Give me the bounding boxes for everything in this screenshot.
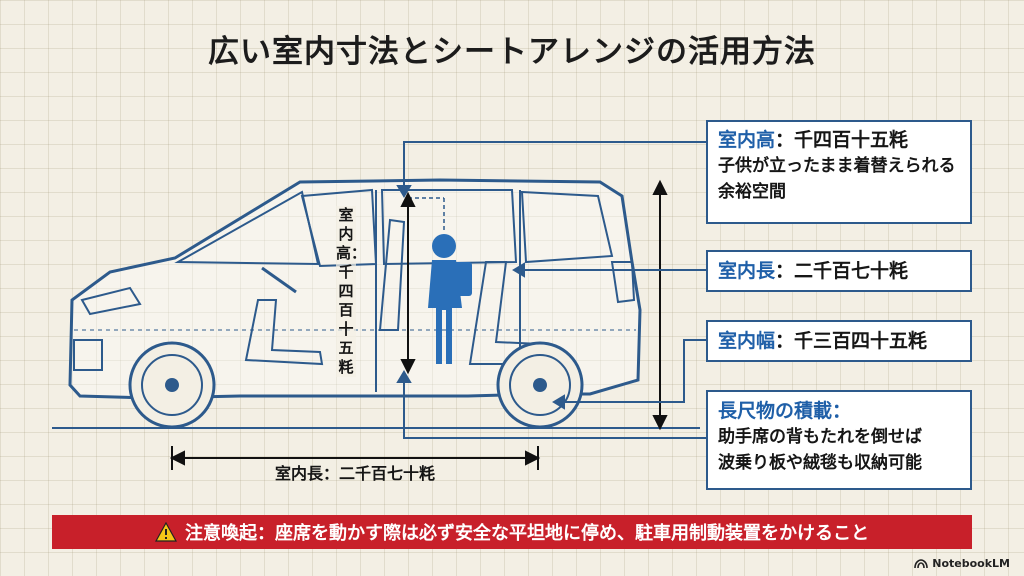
- interior-length-arrow: [169, 446, 541, 470]
- callout-interior-length: 室内長：二千百七十粍: [706, 250, 972, 292]
- child-silhouette-icon: [428, 234, 472, 364]
- steering-wheel: [261, 266, 297, 294]
- callout-interior-height: 室内高：千四百十五粍 子供が立ったまま着替えられる余裕空間: [706, 120, 972, 224]
- page-title: 広い室内寸法とシートアレンジの活用方法: [208, 34, 816, 70]
- front-wheel: [128, 341, 216, 429]
- callout-interior-width: 室内幅：千三百四十五粍: [706, 320, 972, 362]
- front-seat: [244, 299, 324, 366]
- brand-name: NotebookLM: [932, 557, 1010, 570]
- callout-desc: 子供が立ったまま着替えられる余裕空間: [718, 156, 956, 202]
- notebooklm-icon: [914, 558, 929, 568]
- warning-triangle-icon: [155, 522, 177, 542]
- callout-value: 千四百十五粍: [794, 129, 909, 151]
- middle-seat: [378, 218, 406, 331]
- front-grille: [73, 339, 103, 371]
- brand-footer: NotebookLM: [914, 557, 1010, 570]
- interior-height-arrow: [400, 191, 416, 375]
- callout-value: 二千百七十粍: [794, 260, 909, 282]
- warning-text: 注意喚起：座席を動かす際は必ず安全な平坦地に停め、駐車用制動装置をかけること: [185, 523, 869, 544]
- leader-lines: [396, 141, 706, 439]
- callout-key: 長尺物の積載: [718, 400, 833, 422]
- overall-height-arrow: [652, 179, 668, 431]
- headlight: [80, 286, 142, 316]
- warning-banner: 注意喚起：座席を動かす際は必ず安全な平坦地に停め、駐車用制動装置をかけること: [52, 515, 972, 549]
- callout-desc-line2: 波乗り板や絨毯も収納可能: [718, 453, 922, 473]
- callout-key: 室内長: [718, 260, 776, 282]
- taillight: [610, 261, 636, 304]
- sliding-door-window: [380, 189, 518, 266]
- rear-window: [520, 190, 614, 264]
- diagram-horizontal-label: 室内長：二千百七十粍: [274, 464, 435, 483]
- callout-value: 千三百四十五粍: [794, 330, 928, 352]
- callout-key: 室内幅: [718, 330, 776, 352]
- callout-desc-line1: 助手席の背もたれを倒せば: [718, 427, 922, 447]
- callout-long-cargo: 長尺物の積載： 助手席の背もたれを倒せば 波乗り板や絨毯も収納可能: [706, 390, 972, 490]
- callout-key: 室内高: [718, 129, 776, 151]
- rear-wheel: [496, 341, 584, 429]
- diagram-vertical-label: 室内高：千四百十五粍: [336, 206, 367, 377]
